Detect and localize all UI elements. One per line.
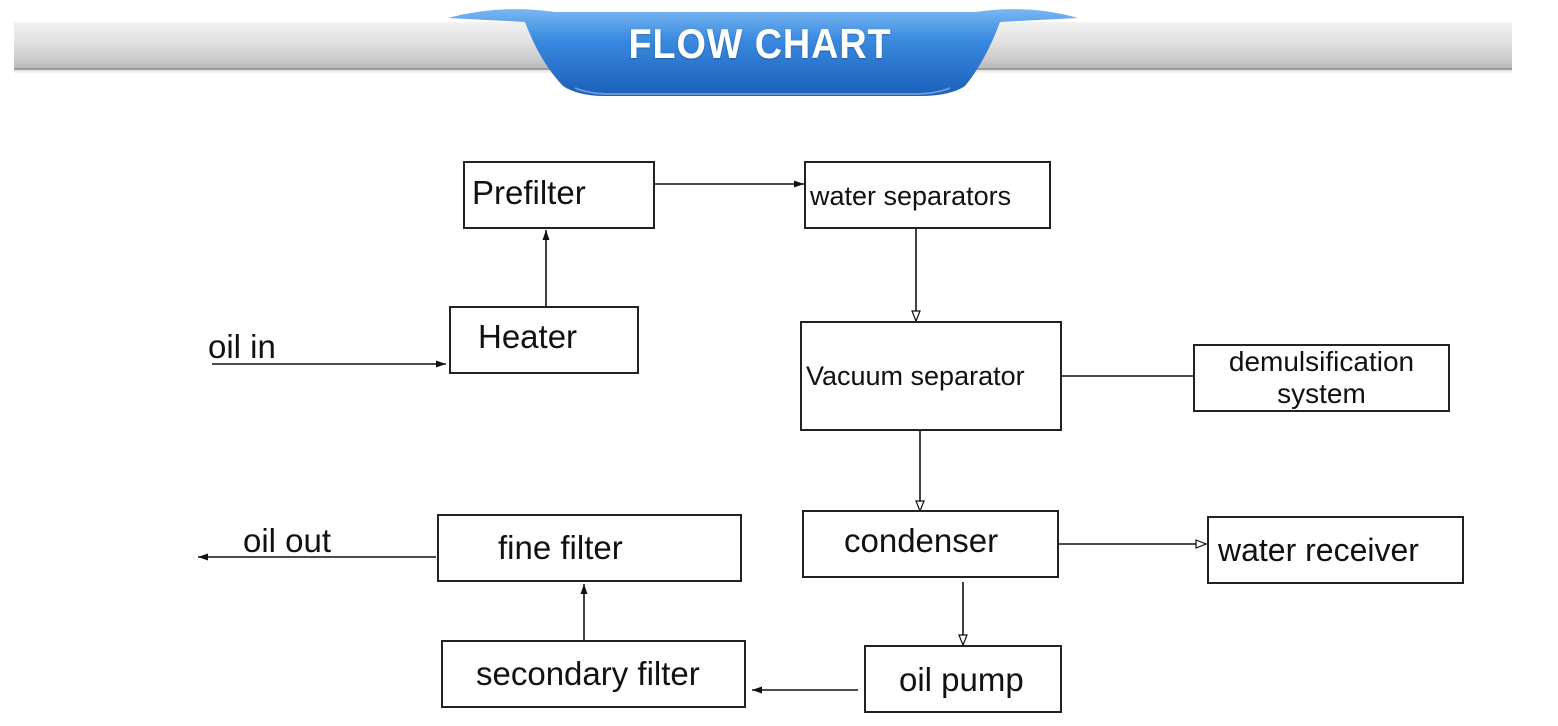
node-prefilter: Prefilter (463, 161, 655, 229)
label-oil-in: oil in (208, 328, 276, 365)
node-vacuum-separator: Vacuum separator (800, 321, 1062, 431)
node-demulsification-system: demulsification system (1193, 344, 1450, 412)
node-oil-pump-label: oil pump (899, 661, 1024, 698)
node-heater-label: Heater (478, 318, 578, 355)
node-oil-pump: oil pump (864, 645, 1062, 713)
node-water-separators-label: water separators (810, 181, 1012, 211)
header-ribbon-shape (448, 9, 1078, 96)
node-demulsification-label-line2: system (1277, 378, 1366, 409)
node-water-receiver: water receiver (1207, 516, 1464, 584)
node-demulsification-label-line1: demulsification (1228, 346, 1415, 377)
label-oil-out: oil out (243, 522, 332, 559)
node-secondary-filter-label: secondary filter (476, 655, 700, 692)
header-ribbon (448, 9, 1078, 96)
node-condenser-label: condenser (844, 522, 999, 559)
node-condenser: condenser (802, 510, 1059, 578)
page-title: FLOW CHART (628, 20, 892, 67)
node-fine-filter: fine filter (437, 514, 742, 582)
node-prefilter-label: Prefilter (472, 174, 586, 211)
node-vacuum-separator-label: Vacuum separator (806, 361, 1025, 391)
node-water-receiver-label: water receiver (1218, 532, 1419, 568)
node-water-separators: water separators (804, 161, 1051, 229)
node-fine-filter-label: fine filter (498, 529, 623, 566)
node-secondary-filter: secondary filter (441, 640, 746, 708)
node-heater: Heater (449, 306, 639, 374)
